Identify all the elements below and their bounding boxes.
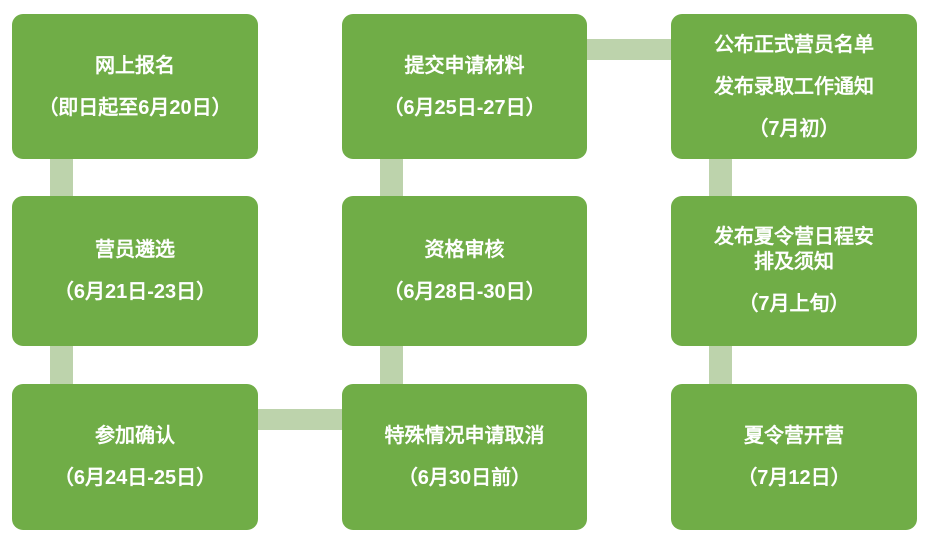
step-date: （即日起至6月20日）: [38, 96, 232, 119]
connector-col2-step2-step3: [380, 340, 403, 394]
step-date: （6月24日-25日）: [53, 467, 217, 489]
step-title: 提交申请材料: [404, 54, 525, 77]
step-date: （7月初）: [748, 117, 840, 140]
connector-col1-step1-step2: [50, 150, 73, 206]
flow-step-participation-confirmation: 参加确认 （6月24日-25日）: [12, 384, 258, 530]
step-date: （6月21日-23日）: [53, 281, 217, 303]
step-date: （7月12日）: [737, 467, 851, 489]
flow-step-submit-application-materials: 提交申请材料 （6月25日-27日）: [342, 14, 587, 159]
step-title: 公布正式营员名单: [714, 33, 874, 56]
flow-step-publish-schedule: 发布夏令营日程安排及须知 （7月上旬）: [671, 196, 917, 346]
flow-step-announce-admission: 公布正式营员名单 发布录取工作通知 （7月初）: [671, 14, 917, 159]
step-title: 资格审核: [424, 239, 505, 261]
connector-submit-to-announce: [582, 39, 675, 60]
connector-col3-step1-step2: [709, 150, 732, 206]
step-date: （6月25日-27日）: [383, 96, 546, 119]
flow-step-camp-opening: 夏令营开营 （7月12日）: [671, 384, 917, 530]
step-date: （6月28日-30日）: [383, 281, 546, 303]
step-date: （7月上旬）: [738, 293, 850, 315]
step-title: 夏令营开营: [744, 425, 844, 447]
step-title: 特殊情况申请取消: [384, 425, 545, 447]
step-title: 网上报名: [95, 54, 175, 77]
step-title: 营员遴选: [95, 239, 175, 261]
step-date: （6月30日前）: [397, 467, 532, 489]
flow-step-camper-selection: 营员遴选 （6月21日-23日）: [12, 196, 258, 346]
connector-col1-step2-step3: [50, 340, 73, 394]
flow-step-qualification-review: 资格审核 （6月28日-30日）: [342, 196, 587, 346]
flow-step-online-registration: 网上报名 （即日起至6月20日）: [12, 14, 258, 159]
connector-confirm-to-cancel: [256, 409, 346, 430]
flow-step-special-case-cancellation: 特殊情况申请取消 （6月30日前）: [342, 384, 587, 530]
connector-col2-step1-step2: [380, 150, 403, 206]
connector-col3-step2-step3: [709, 340, 732, 394]
step-title-2: 发布录取工作通知: [714, 75, 874, 98]
step-title: 参加确认: [95, 425, 175, 447]
step-title: 发布夏令营日程安排及须知: [714, 226, 874, 273]
